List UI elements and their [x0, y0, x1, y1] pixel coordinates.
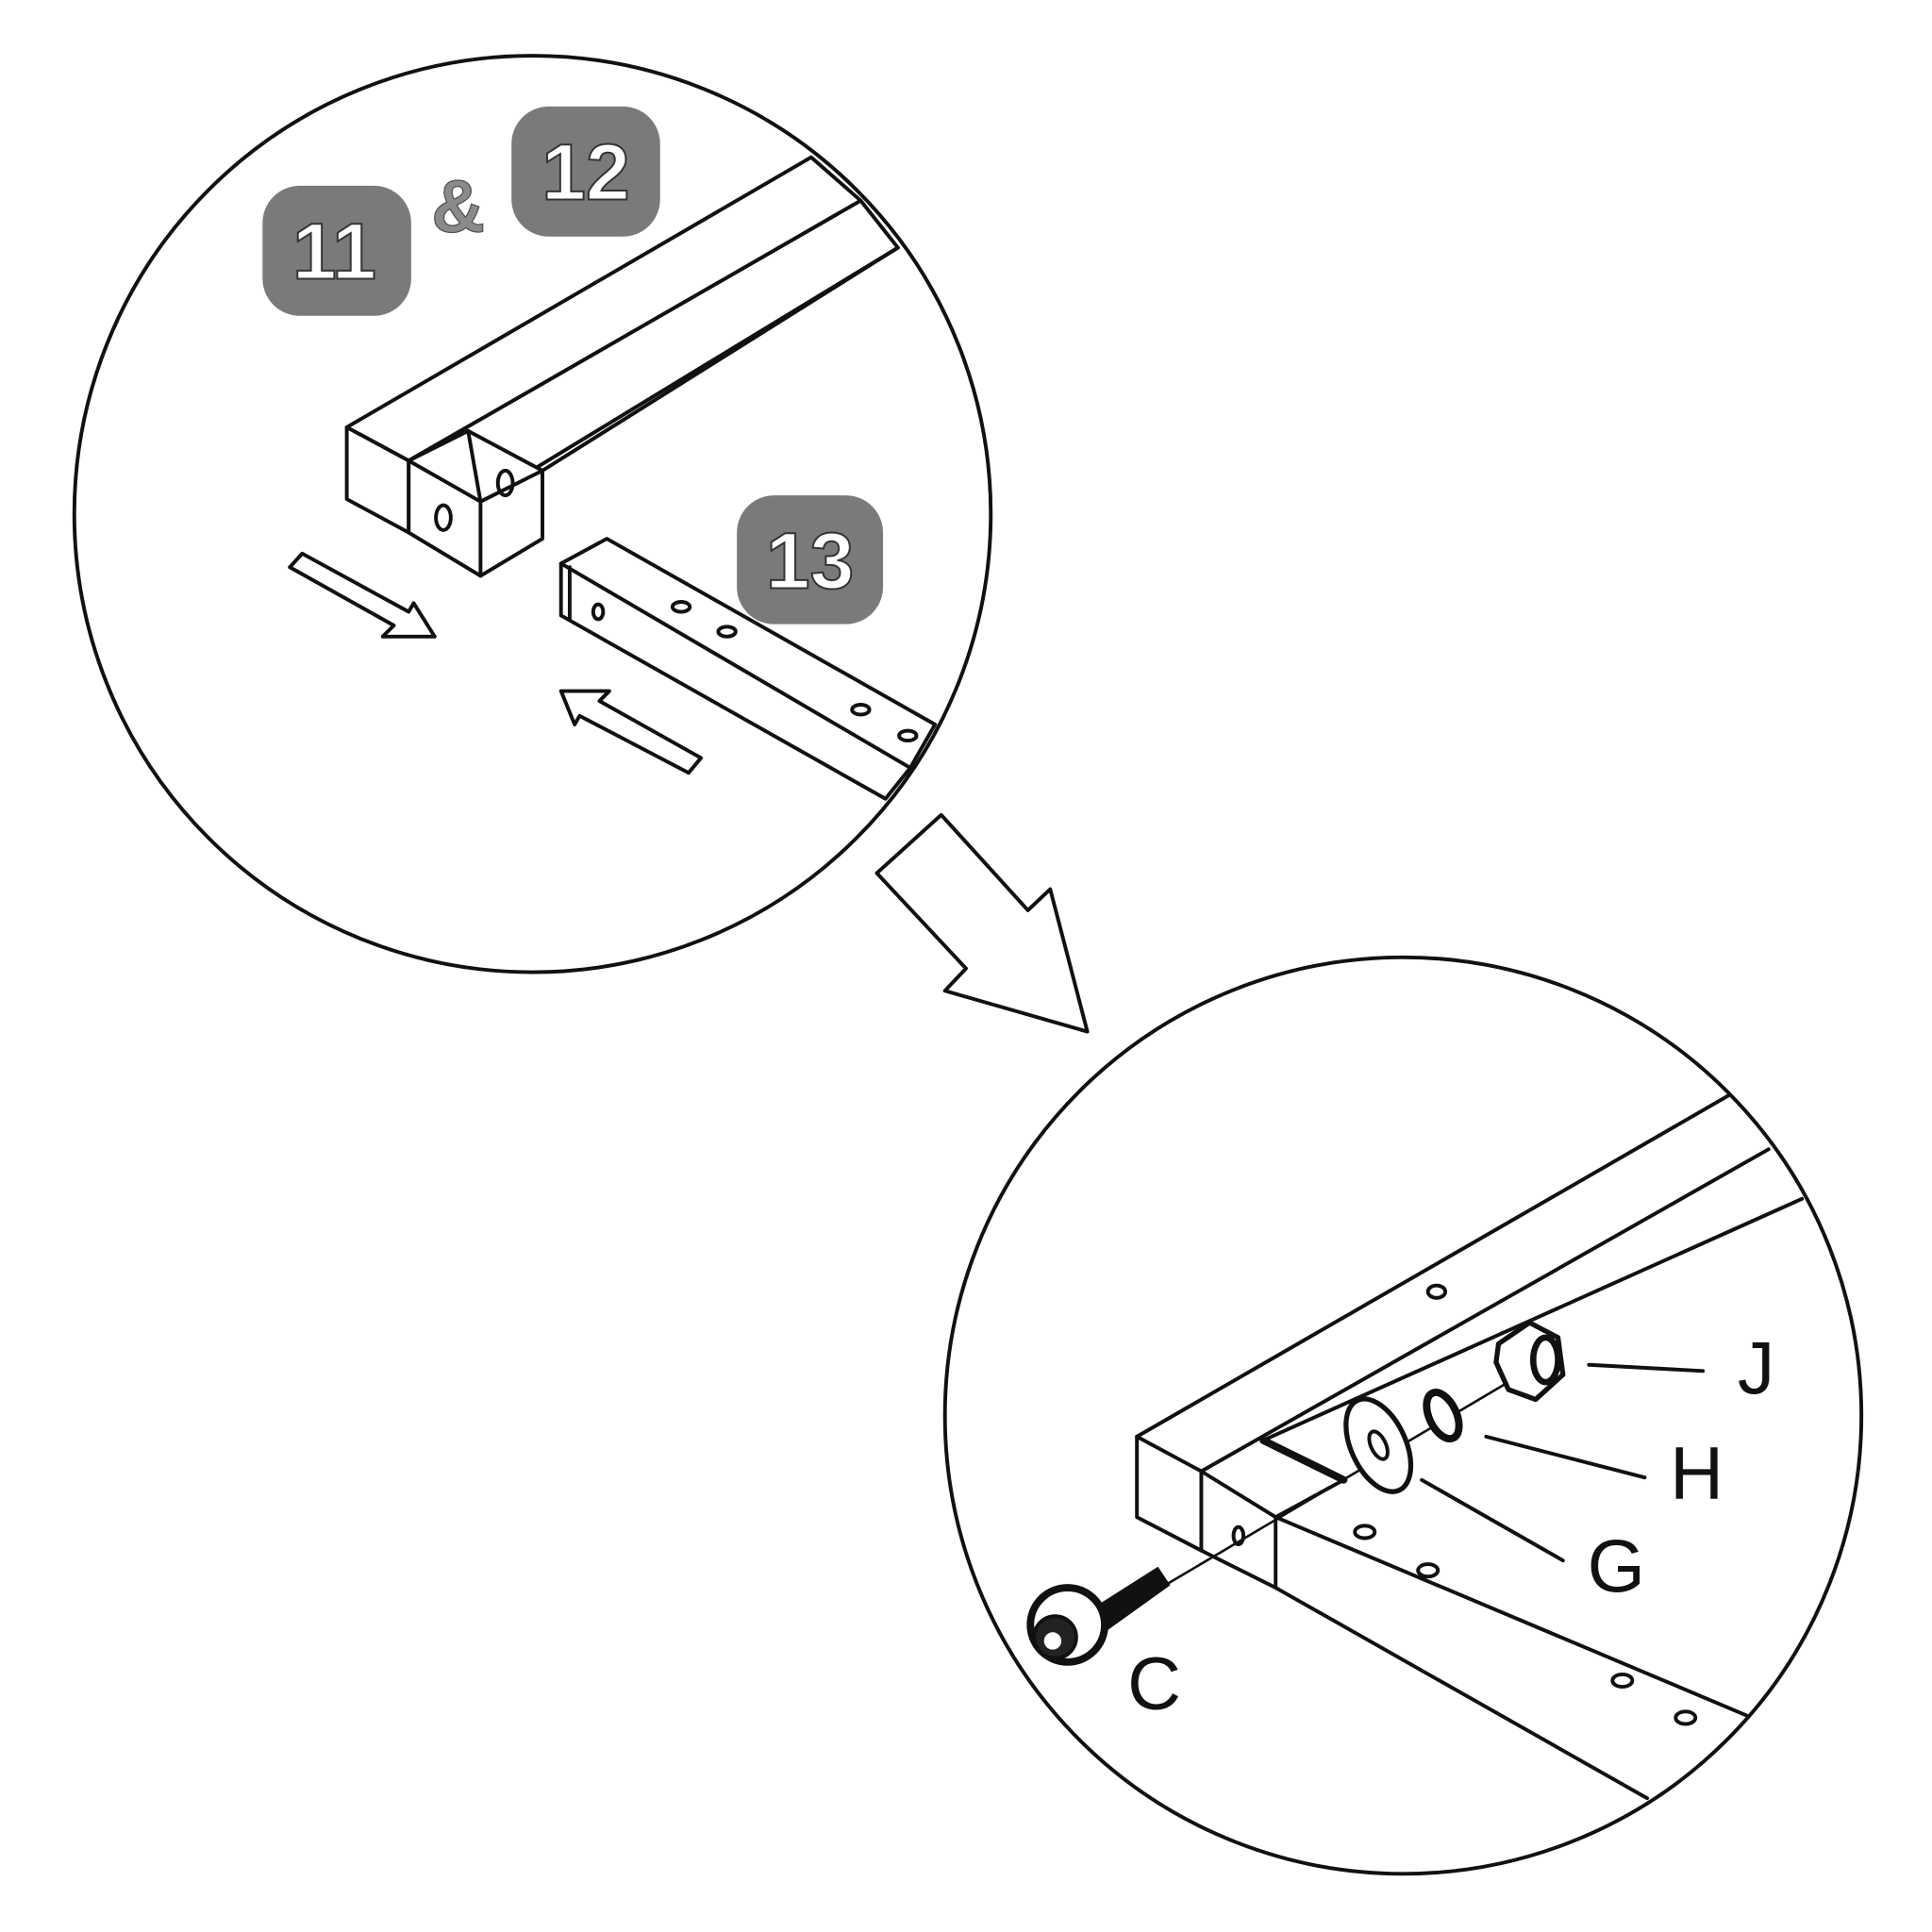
label-j: J	[1738, 1326, 1774, 1409]
leader-line-j	[1587, 1362, 1706, 1374]
label-g: G	[1588, 1524, 1645, 1607]
beam-assembly	[1135, 1093, 1805, 1801]
label-h: H	[1670, 1432, 1724, 1515]
detail-circle-outline	[942, 955, 1864, 1876]
svg-text:12: 12	[541, 127, 629, 216]
detail-circle-outline	[72, 54, 993, 974]
beam-11-12	[344, 155, 900, 578]
part-badge-11: 11	[262, 185, 411, 316]
svg-text:11: 11	[292, 207, 376, 295]
nut-j-icon	[1493, 1320, 1566, 1403]
beam-13	[558, 537, 938, 801]
leader-line-h	[1484, 1434, 1647, 1480]
next-step-arrow-icon	[874, 812, 1090, 1034]
detail-circle-fastening: J H G C	[942, 955, 1864, 1876]
washer-g-icon	[1343, 1396, 1414, 1494]
arrow-left-icon	[558, 689, 704, 775]
detail-circle-insert: 11 & 12 13	[72, 54, 993, 974]
svg-text:13: 13	[766, 517, 854, 606]
bolt-c-icon	[1026, 1566, 1171, 1666]
hole	[434, 503, 453, 532]
part-badge-13: 13	[737, 495, 884, 625]
ampersand: &	[431, 164, 485, 247]
leader-line-g	[1420, 1477, 1565, 1563]
part-badge-12: 12	[511, 106, 660, 237]
hole	[495, 468, 515, 498]
label-c: C	[1127, 1642, 1181, 1725]
lock-washer-h-icon	[1423, 1389, 1463, 1443]
arrow-right-icon	[288, 551, 437, 639]
